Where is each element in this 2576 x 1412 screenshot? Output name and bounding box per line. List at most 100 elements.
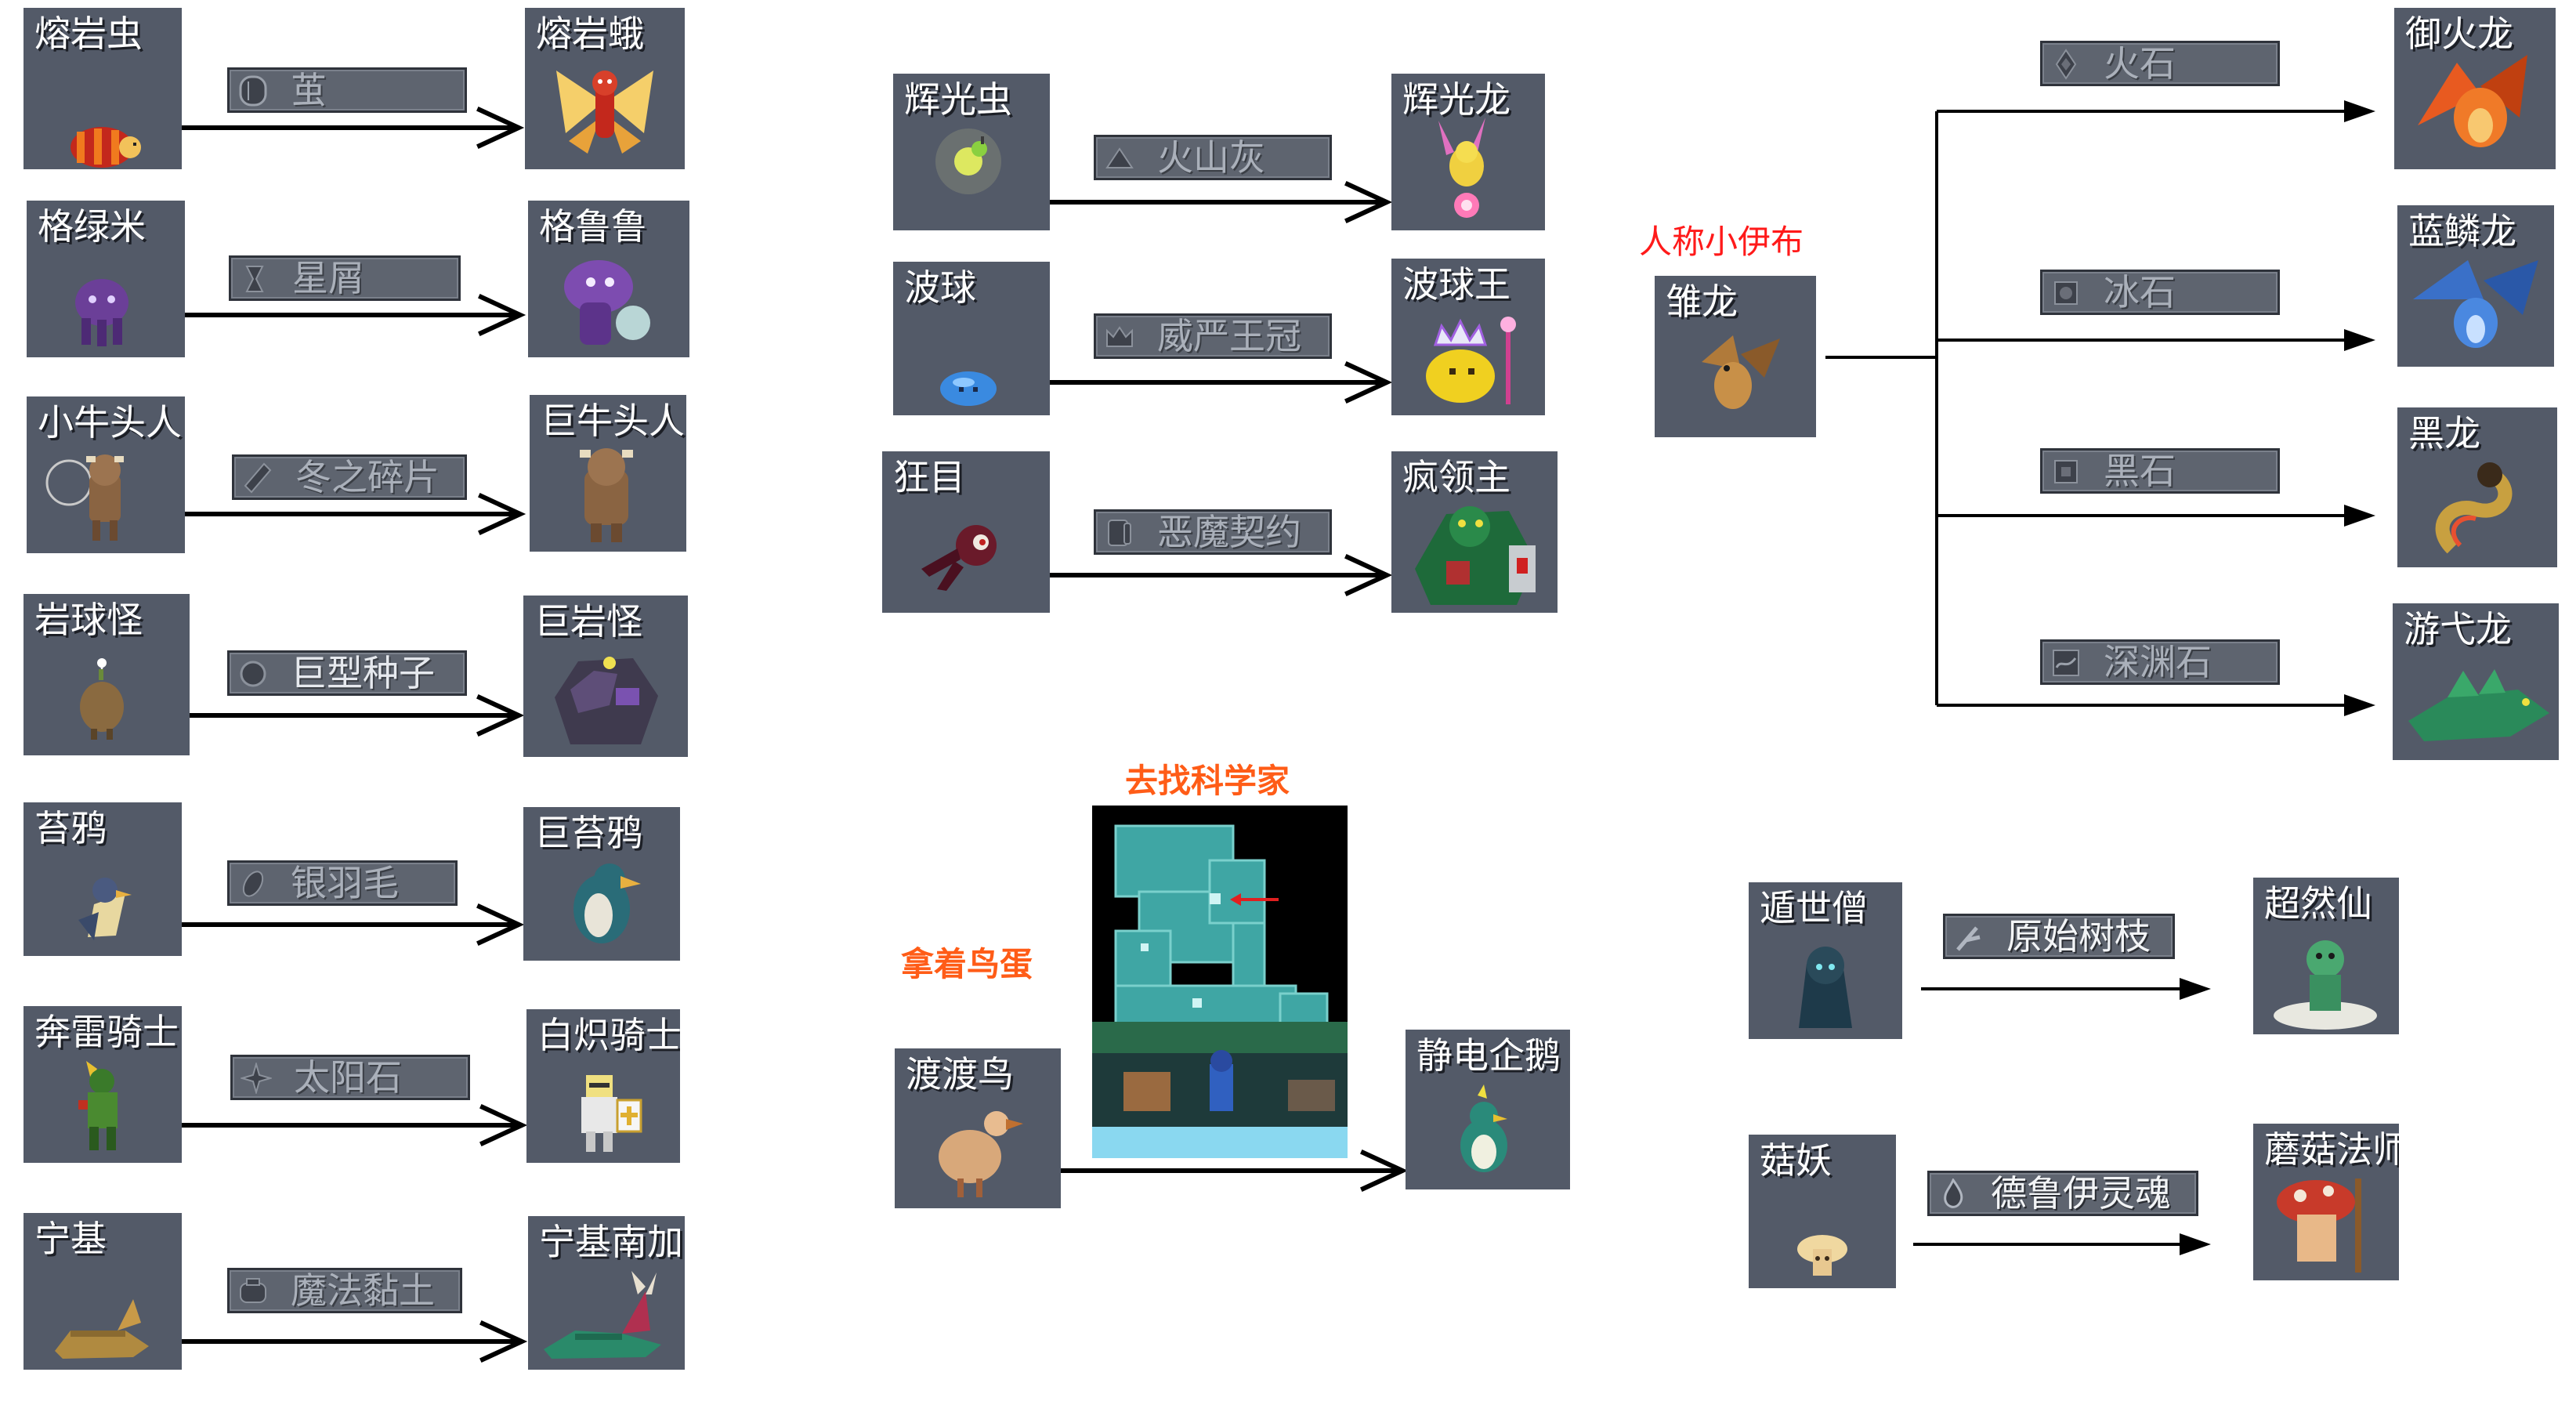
arrow-left-7: [179, 1320, 528, 1363]
primal-branch-icon: [1956, 926, 1981, 951]
item-slot-ice-stone[interactable]: 冰石: [2040, 270, 2280, 315]
item-label: 黑石: [2104, 450, 2176, 492]
card-gululu[interactable]: 格鲁鲁: [528, 201, 689, 357]
arrow-dodo: [1060, 1150, 1409, 1192]
creature-name: 蓝鳞龙: [2408, 210, 2516, 252]
arrow-mid-2: [1047, 361, 1393, 404]
creature-name: 奔雷骑士: [34, 1009, 182, 1055]
card-minotaur-giant[interactable]: 巨牛头人: [530, 395, 686, 552]
item-slot-cocoon[interactable]: 茧: [227, 67, 467, 113]
card-rock-giant[interactable]: 巨岩怪: [523, 596, 688, 757]
card-fire-dragon[interactable]: 御火龙: [2394, 8, 2556, 169]
card-ningi[interactable]: 宁基: [24, 1213, 182, 1370]
item-slot-giant-seed[interactable]: 巨型种子: [227, 650, 467, 696]
lava-worm-sprite: [71, 127, 141, 168]
creature-name: 辉光龙: [1402, 78, 1511, 121]
card-giant-moss-crow[interactable]: 巨苔鸦: [523, 807, 680, 961]
card-rockball[interactable]: 岩球怪: [24, 594, 190, 755]
druid-soul-icon: [1944, 1178, 1963, 1208]
item-slot-majestic-crown[interactable]: 威严王冠: [1094, 313, 1332, 359]
creature-name: 宁基南加: [539, 1219, 685, 1265]
item-label: 太阳石: [294, 1056, 402, 1099]
arrow-left-2: [183, 294, 526, 336]
creature-name: 熔岩蛾: [536, 13, 644, 55]
card-dodo[interactable]: 渡渡鸟: [895, 1048, 1061, 1208]
fire-stone-icon: [2055, 49, 2077, 80]
rockball-sprite: [80, 658, 124, 740]
item-slot-winter-shard[interactable]: 冬之碎片: [232, 454, 467, 500]
item-slot-volcanic-ash[interactable]: 火山灰: [1094, 135, 1332, 180]
item-slot-magic-clay[interactable]: 魔法黏土: [227, 1268, 462, 1313]
card-thunder-knight[interactable]: 奔雷骑士: [24, 1006, 182, 1163]
mad-eye-sprite: [921, 525, 997, 591]
item-slot-stardust[interactable]: 星屑: [229, 255, 461, 301]
creature-name: 岩球怪: [34, 599, 143, 641]
item-slot-sun-stone[interactable]: 太阳石: [230, 1055, 470, 1100]
creature-name: 宁基: [34, 1218, 107, 1260]
item-label: 巨型种子: [291, 652, 435, 694]
card-glowdragon[interactable]: 辉光龙: [1391, 74, 1545, 230]
item-slot-druid-soul[interactable]: 德鲁伊灵魂: [1927, 1171, 2198, 1216]
item-slot-primal-branch[interactable]: 原始树枝: [1943, 914, 2175, 959]
rock-giant-sprite: [555, 657, 658, 744]
card-mushroom-imp[interactable]: 菇妖: [1749, 1135, 1896, 1288]
cocoon-icon: [239, 75, 267, 107]
baby-dragon-sprite: [1702, 335, 1780, 409]
card-ningi-nanga[interactable]: 宁基南加: [528, 1216, 685, 1370]
moss-crow-sprite: [78, 878, 132, 940]
card-black-dragon[interactable]: 黑龙: [2397, 407, 2557, 567]
card-mushroom-mage[interactable]: 蘑菇法师: [2253, 1124, 2399, 1280]
item-label: 威严王冠: [1157, 315, 1301, 357]
creature-name: 游弋龙: [2404, 608, 2512, 650]
item-slot-demon-contract[interactable]: 恶魔契约: [1094, 509, 1332, 555]
ningi-sprite: [55, 1299, 149, 1359]
gululu-sprite: [564, 260, 650, 345]
static-penguin-sprite: [1460, 1084, 1507, 1172]
card-grumi[interactable]: 格绿米: [27, 201, 185, 357]
creature-name: 狂目: [893, 456, 965, 498]
item-slot-abyss-stone[interactable]: 深渊石: [2040, 639, 2280, 685]
card-lava-moth[interactable]: 熔岩蛾: [525, 8, 685, 169]
card-waveball-king[interactable]: 波球王: [1391, 259, 1545, 415]
creature-name: 遁世僧: [1760, 887, 1868, 929]
card-glowbug[interactable]: 辉光虫: [893, 74, 1050, 230]
card-waveball[interactable]: 波球: [893, 262, 1050, 415]
stardust-icon: [245, 266, 264, 292]
arrow-left-1: [179, 107, 525, 149]
item-slot-fire-stone[interactable]: 火石: [2040, 41, 2280, 86]
arrow-left-4: [187, 694, 525, 737]
swimming-dragon-sprite: [2408, 669, 2549, 741]
card-baby-dragon[interactable]: 雏龙: [1655, 276, 1816, 437]
creature-name: 格鲁鲁: [539, 205, 647, 248]
creature-name: 蘑菇法师: [2264, 1127, 2399, 1172]
ningi-nanga-sprite: [544, 1271, 661, 1359]
card-white-knight[interactable]: 白炽骑士: [526, 1009, 680, 1163]
item-slot-dark-stone[interactable]: 黑石: [2040, 448, 2280, 494]
creature-name: 御火龙: [2405, 13, 2513, 55]
sun-stone-icon: [241, 1063, 272, 1094]
card-swimming-dragon[interactable]: 游弋龙: [2393, 603, 2559, 760]
note-little-eevee: 人称小伊布: [1639, 223, 1804, 261]
creature-name: 巨牛头人: [541, 398, 686, 444]
giant-seed-icon: [240, 661, 266, 687]
waveball-sprite: [940, 371, 997, 406]
card-minotaur-small[interactable]: 小牛头人: [27, 396, 185, 553]
arrow-left-5: [179, 903, 525, 946]
card-blue-dragon[interactable]: 蓝鳞龙: [2397, 205, 2554, 367]
creature-name: 雏龙: [1666, 281, 1738, 323]
arrow-left-6: [179, 1104, 528, 1146]
note-holding-egg: 拿着鸟蛋: [901, 945, 1033, 983]
grumi-sprite: [75, 279, 128, 346]
arrow-mid-1: [1047, 181, 1393, 223]
card-mad-lord[interactable]: 疯领主: [1391, 451, 1558, 613]
fire-dragon-sprite: [2418, 55, 2527, 147]
card-moss-crow[interactable]: 苔鸦: [24, 802, 182, 956]
card-mad-eye[interactable]: 狂目: [882, 451, 1050, 613]
abyss-stone-icon: [2053, 650, 2079, 676]
item-slot-silver-feather[interactable]: 银羽毛: [227, 860, 458, 906]
card-static-penguin[interactable]: 静电企鹅: [1406, 1030, 1570, 1189]
card-recluse[interactable]: 遁世僧: [1749, 882, 1902, 1039]
card-transcendent[interactable]: 超然仙: [2253, 878, 2399, 1034]
card-lava-worm[interactable]: 熔岩虫: [24, 8, 182, 169]
